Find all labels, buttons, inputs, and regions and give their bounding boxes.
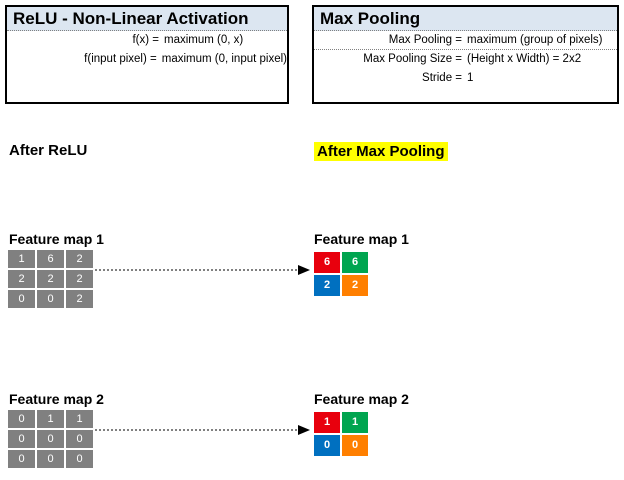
- grid-cell: 2: [66, 290, 93, 308]
- grid-cell: 6: [342, 252, 368, 273]
- pooling-row-0-lhs: Max Pooling =: [388, 34, 462, 46]
- relu-row-0-lhs: f(x) =: [132, 34, 159, 46]
- grid-cell: 1: [342, 412, 368, 433]
- grid-cell: 0: [8, 450, 35, 468]
- arrow-featuremap-2: [95, 423, 315, 441]
- relu-row-1: f(input pixel) = maximum (0, input pixel…: [7, 50, 287, 69]
- grid-cell: 0: [314, 435, 340, 456]
- relu-definition-box: ReLU - Non-Linear Activation f(x) = maxi…: [5, 5, 289, 104]
- relu-row-0-rhs: maximum (0, x): [164, 34, 244, 46]
- relu-row-1-lhs: f(input pixel) =: [84, 53, 157, 65]
- grid-cell: 6: [37, 250, 64, 268]
- grid-cell: 2: [8, 270, 35, 288]
- pooling-row-1: Max Pooling Size = (Height x Width) = 2x…: [314, 50, 617, 69]
- grid-cell: 0: [342, 435, 368, 456]
- pooling-row-0-rhs: maximum (group of pixels): [467, 34, 603, 46]
- feature-map-2-input-label: Feature map 2: [9, 391, 104, 407]
- grid-cell: 2: [37, 270, 64, 288]
- grid-cell: 0: [66, 430, 93, 448]
- grid-cell: 2: [342, 275, 368, 296]
- grid-cell: 1: [8, 250, 35, 268]
- grid-cell: 0: [8, 290, 35, 308]
- pooling-box-title: Max Pooling: [314, 7, 617, 31]
- grid-cell: 0: [66, 450, 93, 468]
- relu-row-0: f(x) = maximum (0, x): [7, 31, 287, 50]
- grid-cell: 6: [314, 252, 340, 273]
- feature-map-1-input-label: Feature map 1: [9, 231, 104, 247]
- grid-cell: 1: [37, 410, 64, 428]
- feature-map-2-output-label: Feature map 2: [314, 391, 409, 407]
- grid-cell: 1: [66, 410, 93, 428]
- pooling-row-2-lhs: Stride =: [422, 72, 462, 84]
- relu-box-title: ReLU - Non-Linear Activation: [7, 7, 287, 31]
- grid-cell: 1: [314, 412, 340, 433]
- max-pooling-definition-box: Max Pooling Max Pooling = maximum (group…: [312, 5, 619, 104]
- after-relu-caption: After ReLU: [9, 142, 88, 159]
- pooling-row-2: Stride = 1: [314, 69, 617, 88]
- pooling-row-1-rhs: (Height x Width) = 2x2: [467, 53, 582, 65]
- grid-cell: 2: [66, 270, 93, 288]
- grid-cell: 0: [8, 430, 35, 448]
- grid-cell: 0: [8, 410, 35, 428]
- grid-cell: 2: [314, 275, 340, 296]
- pooling-row-1-lhs: Max Pooling Size =: [363, 53, 462, 65]
- arrow-featuremap-1: [95, 263, 315, 281]
- relu-row-1-rhs: maximum (0, input pixel): [161, 53, 287, 65]
- feature-map-1-output-label: Feature map 1: [314, 231, 409, 247]
- grid-cell: 2: [66, 250, 93, 268]
- pooling-row-0: Max Pooling = maximum (group of pixels): [314, 31, 617, 50]
- grid-cell: 0: [37, 450, 64, 468]
- pooling-row-2-rhs: 1: [467, 72, 474, 84]
- grid-cell: 0: [37, 430, 64, 448]
- grid-cell: 0: [37, 290, 64, 308]
- after-max-pooling-caption: After Max Pooling: [314, 142, 448, 161]
